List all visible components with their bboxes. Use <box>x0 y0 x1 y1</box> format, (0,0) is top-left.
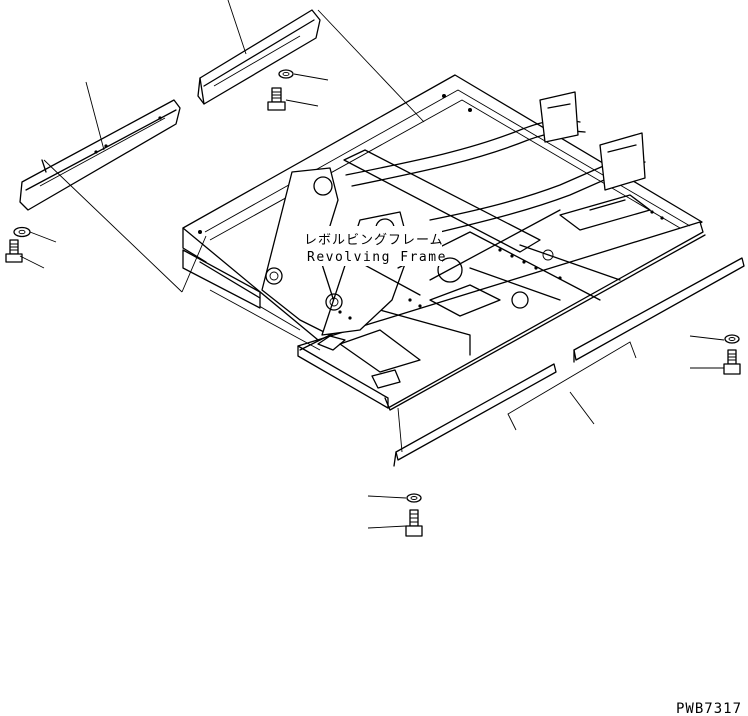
leader-line <box>85 81 105 151</box>
leader-line <box>293 73 329 81</box>
bolt <box>723 349 741 375</box>
leader-line <box>317 9 425 123</box>
washer <box>13 226 31 238</box>
cover-rear-left <box>197 9 321 105</box>
cover-left <box>19 99 181 211</box>
washer <box>724 334 740 344</box>
leader-line <box>19 255 45 269</box>
leader-line <box>397 407 403 453</box>
title-english: Revolving Frame <box>307 250 447 265</box>
cover-front-left <box>393 363 557 467</box>
leader-line <box>43 159 183 293</box>
title-japanese: レボルビングフレーム <box>304 233 444 248</box>
leader-line <box>181 235 207 293</box>
leader-line <box>689 335 725 341</box>
leader-line <box>367 525 407 529</box>
bolt <box>267 87 286 111</box>
cover-front-right <box>573 257 745 363</box>
drawing-code: PWB7317 <box>676 701 742 716</box>
leader-line <box>507 341 637 431</box>
leader-line <box>29 231 57 243</box>
washer <box>278 69 294 79</box>
leader-line <box>227 0 247 55</box>
leader-line <box>367 495 407 499</box>
washer <box>406 493 422 503</box>
bolt <box>5 239 23 263</box>
leader-line <box>569 391 595 425</box>
bolt <box>405 509 423 537</box>
leader-line <box>285 99 319 107</box>
revolving-frame <box>182 74 706 411</box>
